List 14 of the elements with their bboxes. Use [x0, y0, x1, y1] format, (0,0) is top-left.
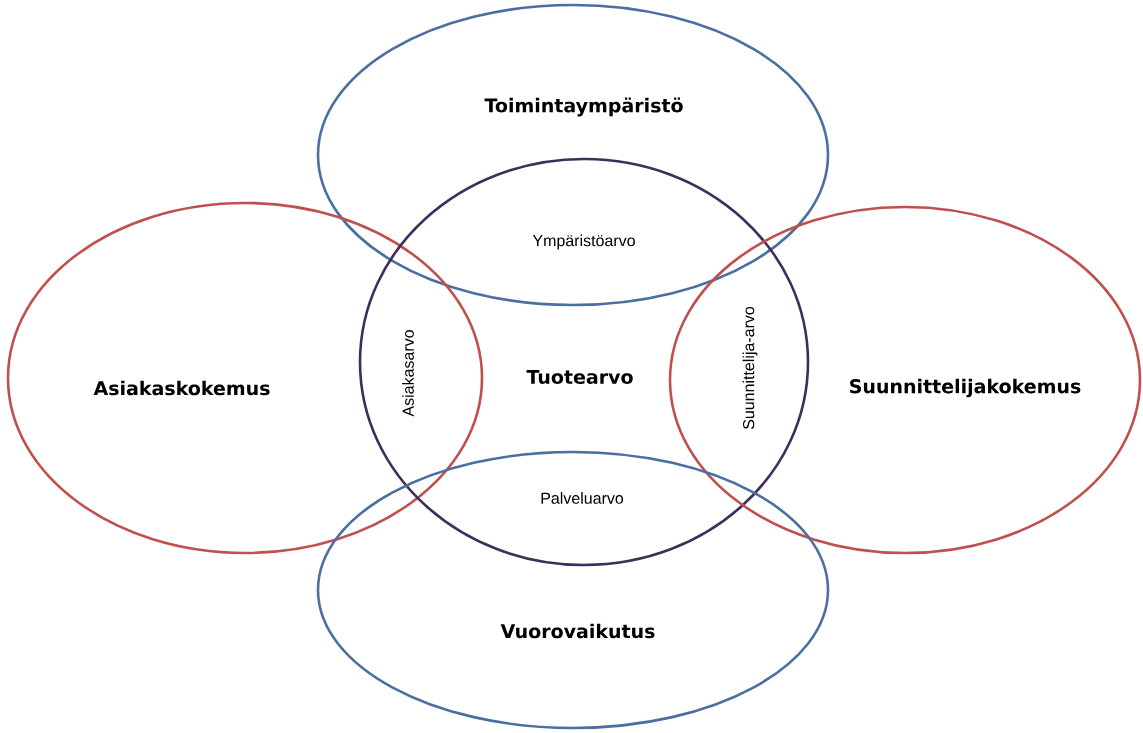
- overlap-label: Palveluarvo: [541, 492, 624, 504]
- ellipse-title: Suunnittelijakokemus: [850, 378, 1081, 398]
- overlap-label: Ympäristöarvo: [532, 234, 635, 250]
- ellipse: [6, 201, 484, 555]
- ellipse-title: Toimintaympäristö: [484, 97, 683, 117]
- overlap-label: Asiakasarvo: [402, 330, 414, 417]
- ellipse: [358, 157, 810, 567]
- overlap-label: Suunnittelija-arvo: [740, 304, 760, 432]
- ellipse-title: Tuotearvo: [526, 369, 633, 385]
- ellipse-title: Vuorovaikutus: [500, 623, 655, 639]
- ellipse: [316, 3, 830, 307]
- ellipse: [316, 450, 830, 730]
- ellipse: [668, 205, 1142, 555]
- ellipse-title: Asiakaskokemus: [93, 380, 270, 396]
